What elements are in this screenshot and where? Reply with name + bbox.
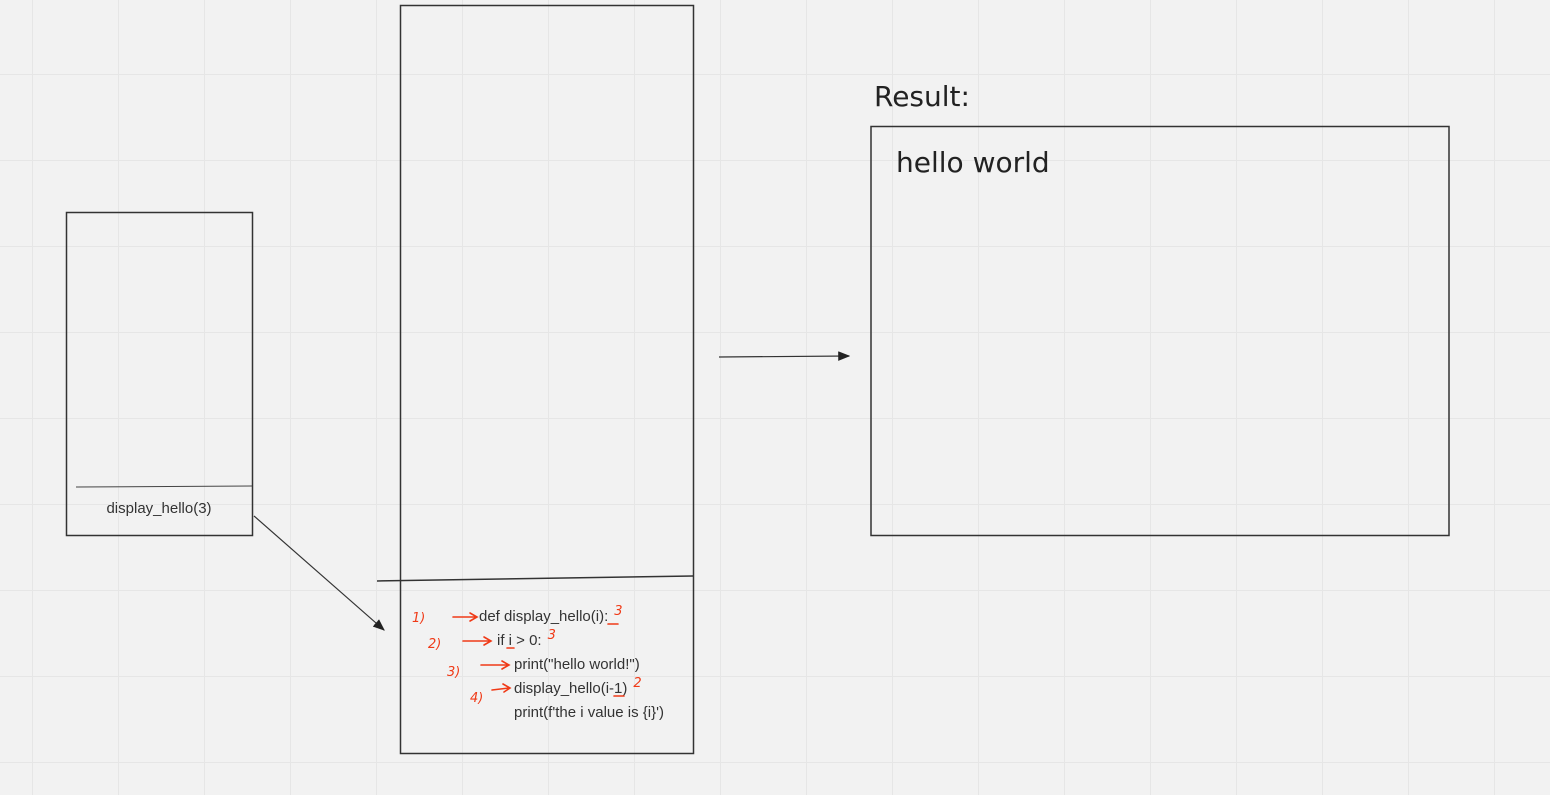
code-line-3: print("hello world!") xyxy=(514,656,640,673)
function-frame-box[interactable]: def display_hello(i): if i > 0: print("h… xyxy=(376,4,695,755)
step-1: 1) xyxy=(412,611,425,626)
arrow-step-2 xyxy=(462,636,493,646)
arrow-step-4 xyxy=(491,683,512,693)
code-line-1: def display_hello(i): xyxy=(479,608,608,625)
result-output: hello world xyxy=(896,146,1050,179)
call-stack-box[interactable]: display_hello(3) xyxy=(65,211,254,537)
handwritten-annotations: 1) 2) 3) 4) 3 3 2 xyxy=(412,604,642,706)
value-i-call: 2 xyxy=(633,676,641,691)
step-4: 4) xyxy=(470,691,483,706)
code-line-4: display_hello(i-1) xyxy=(514,680,627,697)
result-title: Result: xyxy=(874,80,970,113)
step-2: 2) xyxy=(428,637,441,652)
call-arrow xyxy=(253,515,385,631)
result-box[interactable]: hello world xyxy=(870,125,1450,537)
arrow-step-1 xyxy=(452,612,479,622)
arrow-step-3 xyxy=(480,660,511,670)
divider xyxy=(376,575,694,582)
call-label: display_hello(3) xyxy=(106,500,211,517)
code-line-2: if i > 0: xyxy=(497,632,542,649)
value-i-if: 3 xyxy=(548,628,556,643)
step-3: 3) xyxy=(447,665,460,680)
value-i-def: 3 xyxy=(614,604,622,619)
divider xyxy=(75,485,253,488)
code-line-5: print(f'the i value is {i}') xyxy=(514,704,664,721)
result-arrow xyxy=(718,351,851,361)
